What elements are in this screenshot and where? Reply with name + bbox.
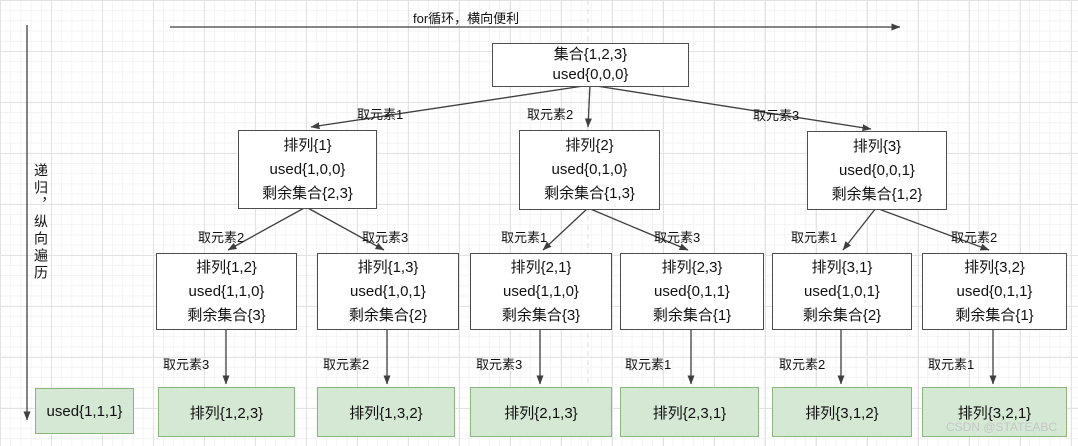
leaf-perm-132: 排列{1,3,2} xyxy=(317,387,455,437)
left-arrow-label: 递归，纵向遍历 xyxy=(33,163,49,282)
node-line: 排列{3} xyxy=(852,137,902,155)
leaf-label: 排列{3,1,2} xyxy=(805,404,879,422)
node-line: used{0,1,0} xyxy=(551,161,628,178)
node-line: used{1,1,0} xyxy=(188,282,265,300)
node-line: 剩余集合{2} xyxy=(802,306,882,324)
watermark: CSDN @STATEABC xyxy=(946,420,1058,434)
node-perm-1: 排列{1} used{1,0,0} 剩余集合{2,3} xyxy=(238,130,377,209)
node-line: used{0,0,1} xyxy=(839,161,915,179)
node-line: used{1,0,0} xyxy=(269,160,346,178)
edge-label-take1b: 取元素1 xyxy=(501,230,548,245)
node-line: 剩余集合{1} xyxy=(652,306,732,324)
edge-label-take1: 取元素1 xyxy=(357,107,404,122)
leaf-perm-312: 排列{3,1,2} xyxy=(772,387,912,437)
leaf-used-111: used{1,1,1} xyxy=(35,388,134,434)
edge-label-take2e: 取元素2 xyxy=(779,357,826,372)
node-line: 剩余集合{3} xyxy=(501,306,581,324)
node-root-line2: used{0,0,0} xyxy=(552,66,629,83)
node-perm-21: 排列{2,1} used{1,1,0} 剩余集合{3} xyxy=(470,253,612,330)
leaf-perm-231: 排列{2,3,1} xyxy=(620,387,759,437)
edge-perm1-to-perm12 xyxy=(227,206,307,251)
leaf-label: used{1,1,1} xyxy=(46,402,123,420)
node-line: 剩余集合{3} xyxy=(187,306,266,324)
edge-label-take3e: 取元素3 xyxy=(476,357,523,372)
edge-label-take1d: 取元素1 xyxy=(625,357,672,372)
edge-label-take2c: 取元素2 xyxy=(951,230,998,245)
leaf-label: 排列{2,1,3} xyxy=(504,404,578,422)
node-line: used{0,1,1} xyxy=(956,282,1033,300)
leaf-label: 排列{2,3,1} xyxy=(652,404,727,422)
node-line: 剩余集合{1,3} xyxy=(544,185,635,202)
node-line: used{1,0,1} xyxy=(804,282,880,300)
node-perm-12: 排列{1,2} used{1,1,0} 剩余集合{3} xyxy=(156,253,297,330)
edge-perm1-to-perm13 xyxy=(305,206,385,251)
node-line: 排列{1,3} xyxy=(357,258,419,276)
leaf-label: 排列{3,2,1} xyxy=(957,404,1032,422)
edge-root-to-perm3 xyxy=(589,84,872,132)
node-line: 排列{2,3} xyxy=(661,258,723,276)
edge-label-take2: 取元素2 xyxy=(527,107,574,122)
node-line: 剩余集合{1} xyxy=(955,306,1034,324)
edge-label-take3d: 取元素3 xyxy=(163,357,210,372)
node-perm-23: 排列{2,3} used{0,1,1} 剩余集合{1} xyxy=(620,253,764,330)
node-line: 剩余集合{1,2} xyxy=(831,185,923,203)
edge-root-to-perm1 xyxy=(310,84,591,130)
edge-label-take2d: 取元素2 xyxy=(323,357,370,372)
edge-root-to-perm2 xyxy=(584,84,592,128)
node-line: 排列{1,2} xyxy=(196,258,257,276)
node-perm-13: 排列{1,3} used{1,0,1} 剩余集合{2} xyxy=(317,253,459,330)
node-perm-2: 排列{2} used{0,1,0} 剩余集合{1,3} xyxy=(519,130,660,210)
node-root-line1: 集合{1,2,3} xyxy=(553,46,628,63)
node-line: 剩余集合{2,3} xyxy=(262,184,353,202)
edge-perm3-to-perm31 xyxy=(842,207,877,251)
edge-label-take3c: 取元素3 xyxy=(654,230,701,245)
edge-label-take3: 取元素3 xyxy=(753,108,800,123)
edge-label-take2b: 取元素2 xyxy=(198,230,245,245)
node-perm-31: 排列{3,1} used{1,0,1} 剩余集合{2} xyxy=(772,253,912,330)
top-arrow-label: for循环，横向便利 xyxy=(413,11,520,26)
node-line: used{1,0,1} xyxy=(350,282,426,300)
node-perm-3: 排列{3} used{0,0,1} 剩余集合{1,2} xyxy=(807,131,947,210)
edge-label-take3b: 取元素3 xyxy=(362,230,409,245)
node-line: 排列{3,1} xyxy=(811,258,873,276)
node-line: 排列{3,2} xyxy=(964,258,1025,276)
leaf-label: 排列{1,3,2} xyxy=(349,404,423,422)
edge-label-take1e: 取元素1 xyxy=(928,357,975,372)
edge-perm2-to-perm21 xyxy=(542,207,589,251)
leaf-perm-123: 排列{1,2,3} xyxy=(158,387,295,437)
node-line: used{1,1,0} xyxy=(503,282,579,300)
node-line: 排列{2,1} xyxy=(510,258,572,276)
leaf-perm-213: 排列{2,1,3} xyxy=(470,387,612,437)
node-line: 排列{2} xyxy=(565,137,614,154)
leaf-perm-321: 排列{3,2,1} xyxy=(922,387,1067,437)
node-line: used{0,1,1} xyxy=(654,282,730,300)
edge-perm3-to-perm32 xyxy=(875,207,990,251)
edge-perm2-to-perm23 xyxy=(587,207,689,251)
node-root: 集合{1,2,3} used{0,0,0} xyxy=(492,43,689,87)
node-line: 剩余集合{2} xyxy=(348,306,428,324)
node-line: 排列{1} xyxy=(283,136,332,154)
leaf-label: 排列{1,2,3} xyxy=(189,404,264,422)
edge-label-take1c: 取元素1 xyxy=(791,230,838,245)
node-perm-32: 排列{3,2} used{0,1,1} 剩余集合{1} xyxy=(922,253,1067,330)
